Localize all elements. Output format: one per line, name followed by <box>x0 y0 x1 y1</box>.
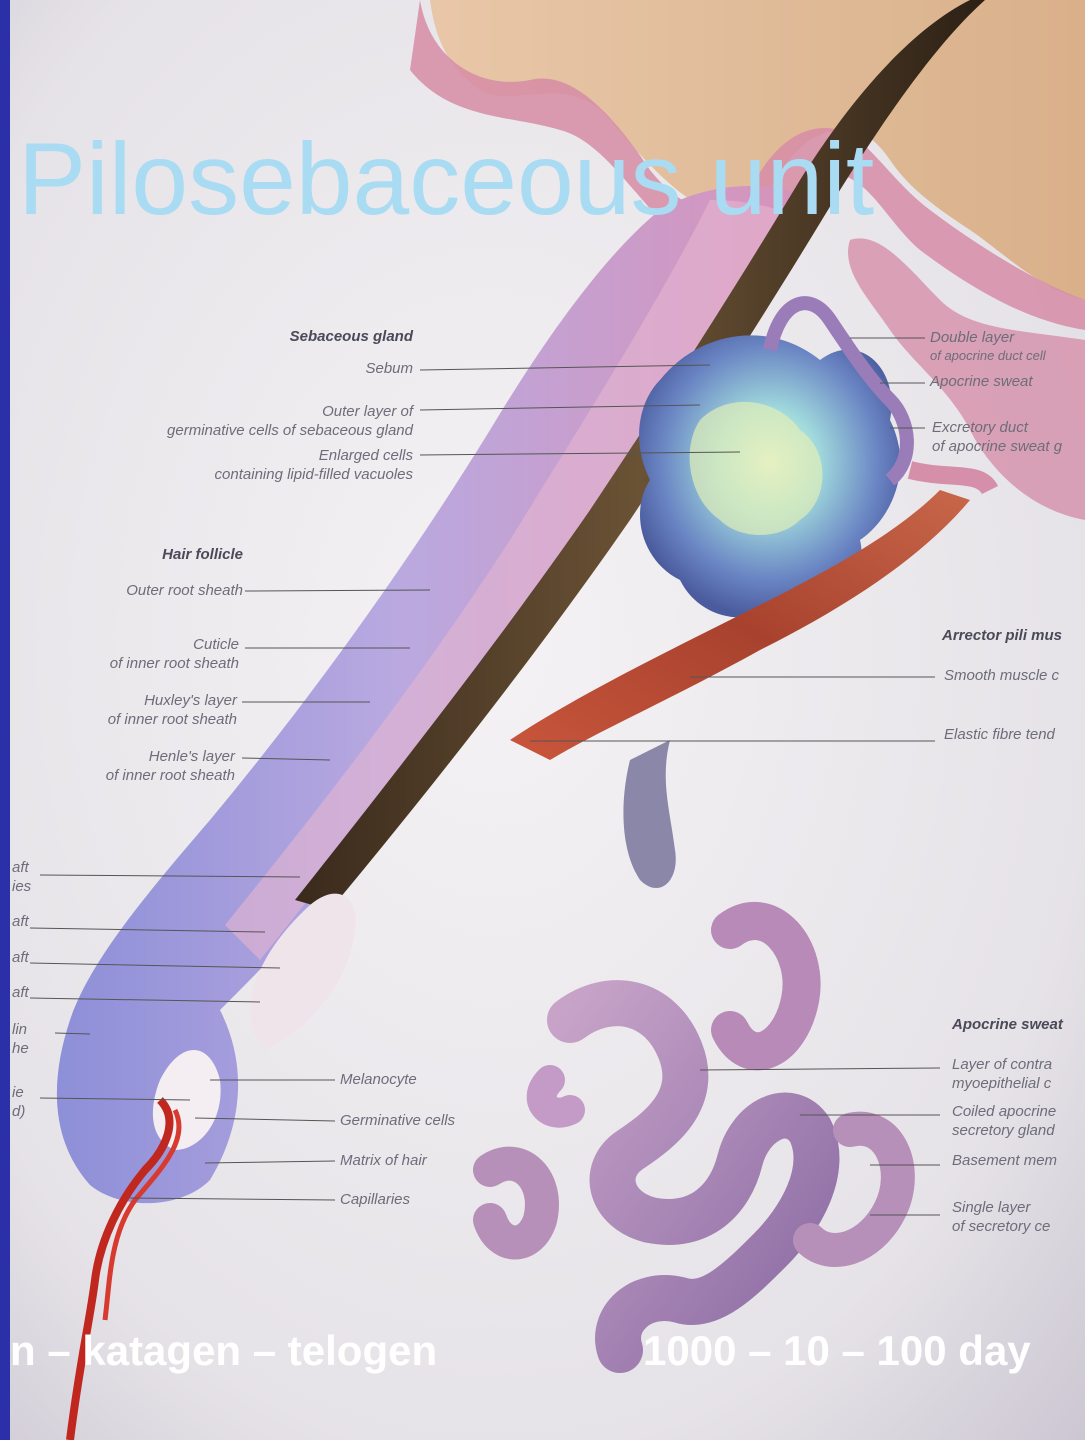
label-coiled-1: Coiled apocrine <box>952 1102 1056 1121</box>
label-matrix-of-hair: Matrix of hair <box>340 1151 427 1170</box>
label-sebum: Sebum <box>365 359 413 378</box>
label-cut-2: ies <box>12 877 31 896</box>
label-double-layer-1: Double layer <box>930 328 1014 347</box>
label-elastic-fibre: Elastic fibre tend <box>944 725 1055 744</box>
label-melanocyte: Melanocyte <box>340 1070 417 1089</box>
label-outer-root-sheath: Outer root sheath <box>126 581 243 600</box>
label-layer-contractile-1: Layer of contra <box>952 1055 1052 1074</box>
label-cut-6: lin <box>12 1020 27 1039</box>
label-basement: Basement mem <box>952 1151 1057 1170</box>
label-single-layer-2: of secretory ce <box>952 1217 1050 1236</box>
label-cut-5: aft <box>12 983 29 1002</box>
label-huxley-2: of inner root sheath <box>108 710 237 729</box>
label-apocrine-sweat: Apocrine sweat <box>930 372 1033 391</box>
label-single-layer-1: Single layer <box>952 1198 1030 1217</box>
label-cuticle-1: Cuticle <box>193 635 239 654</box>
hair-cycle-phases: n – katagen – telogen <box>10 1330 437 1372</box>
label-cut-8: ie <box>12 1083 24 1102</box>
label-henle-1: Henle's layer <box>149 747 235 766</box>
label-smooth-muscle: Smooth muscle c <box>944 666 1059 685</box>
label-outer-layer-2: germinative cells of sebaceous gland <box>167 421 413 440</box>
label-excretory-2: of apocrine sweat g <box>932 437 1062 456</box>
label-outer-layer-1: Outer layer of <box>322 402 413 421</box>
label-coiled-2: secretory gland <box>952 1121 1055 1140</box>
label-cut-9: d) <box>12 1102 25 1121</box>
label-arrector-pili: Arrector pili mus <box>942 626 1062 645</box>
label-cut-7: he <box>12 1039 29 1058</box>
label-huxley-1: Huxley's layer <box>144 691 237 710</box>
label-sebaceous-gland: Sebaceous gland <box>290 327 413 346</box>
label-cut-4: aft <box>12 948 29 967</box>
slide-title: Pilosebaceous unit <box>18 128 874 230</box>
label-layer-contractile-2: myoepithelial c <box>952 1074 1051 1093</box>
label-hair-follicle: Hair follicle <box>162 545 243 564</box>
label-cut-3: aft <box>12 912 29 931</box>
label-enlarged-1: Enlarged cells <box>319 446 413 465</box>
label-cut-1: aft <box>12 858 29 877</box>
label-enlarged-2: containing lipid-filled vacuoles <box>215 465 413 484</box>
label-germinative-cells: Germinative cells <box>340 1111 455 1130</box>
label-henle-2: of inner root sheath <box>106 766 235 785</box>
hair-cycle-durations: 1000 – 10 – 100 day <box>643 1330 1031 1372</box>
label-apocrine-sweat-gland: Apocrine sweat <box>952 1015 1063 1034</box>
label-cuticle-2: of inner root sheath <box>110 654 239 673</box>
label-double-layer-2: of apocrine duct cell <box>930 346 1046 365</box>
label-capillaries: Capillaries <box>340 1190 410 1209</box>
label-excretory-1: Excretory duct <box>932 418 1028 437</box>
